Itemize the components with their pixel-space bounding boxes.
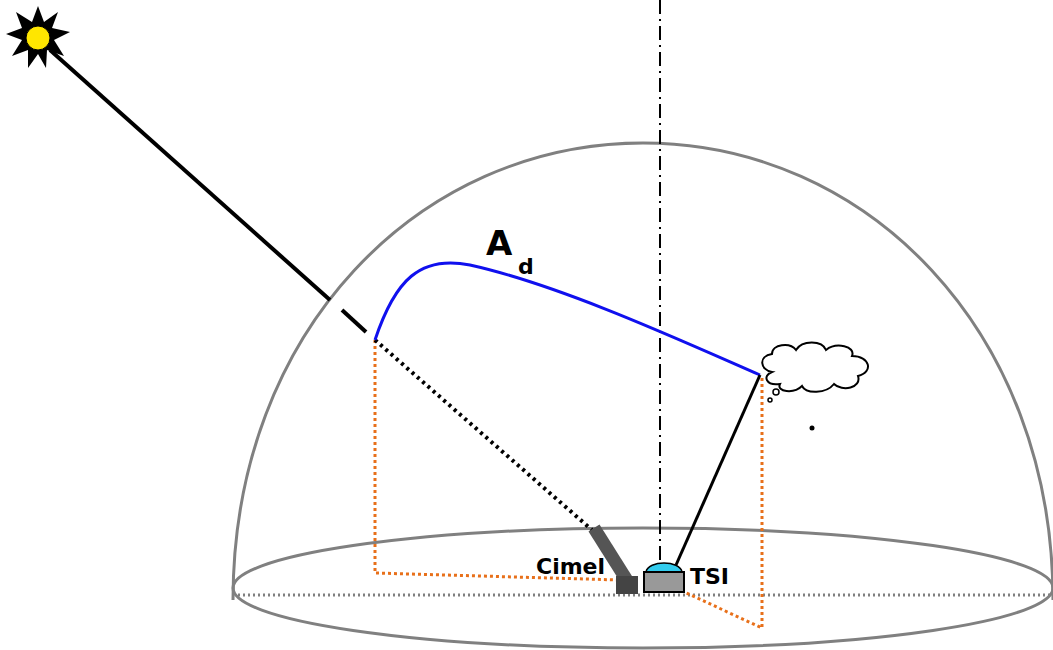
cloud-drop xyxy=(768,398,772,402)
scattering-arc xyxy=(375,263,760,375)
tsi-view-line xyxy=(676,375,760,565)
instrument-label: Cimel xyxy=(536,556,605,578)
instrument-label: TSI xyxy=(690,566,729,588)
tsi-body xyxy=(644,572,684,592)
cloud xyxy=(762,343,868,392)
sun-ray-dash xyxy=(342,310,366,332)
horizon-line xyxy=(238,594,1050,597)
angle-label: A xyxy=(486,226,512,260)
tsi-dome xyxy=(646,563,682,572)
sun-ray-dotted xyxy=(375,340,592,530)
angle-subscript: d xyxy=(518,256,534,278)
sky-dome xyxy=(233,143,1053,600)
sun-ray xyxy=(50,50,330,300)
zenith-axis xyxy=(659,0,661,560)
cimel-base xyxy=(616,576,638,594)
projection-lines xyxy=(375,340,762,628)
cloud-drop xyxy=(773,389,779,395)
ground-ellipse xyxy=(233,528,1053,648)
cloud-dot xyxy=(810,426,815,431)
